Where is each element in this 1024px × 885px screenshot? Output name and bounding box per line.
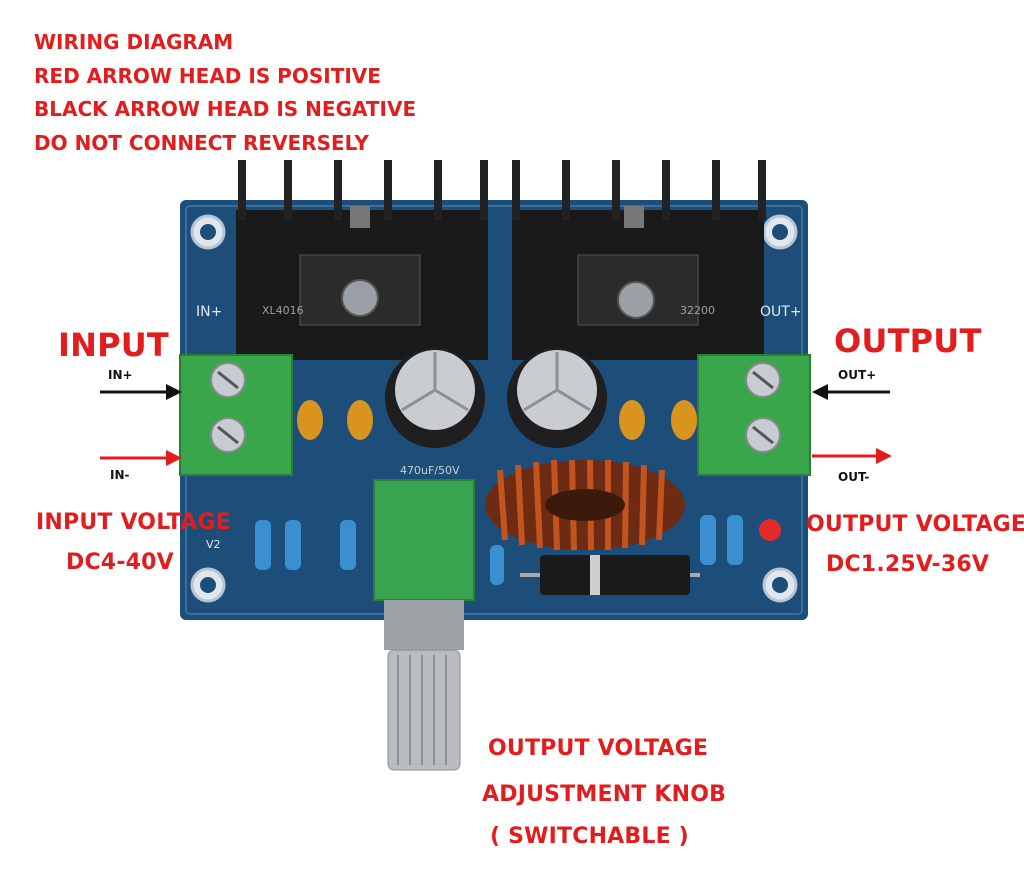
- output-pos-label: OUT+: [838, 368, 877, 382]
- knob-label-line2: ADJUSTMENT KNOB: [482, 782, 727, 807]
- ceramic-capacitors: [297, 400, 697, 440]
- input-neg-label: IN-: [110, 468, 130, 482]
- output-negative-arrow-icon: [812, 448, 892, 464]
- heatsink-left: [236, 160, 488, 360]
- capacitors: [385, 348, 607, 448]
- knob-label-line3: ( SWITCHABLE ): [490, 824, 689, 849]
- output-voltage-line1: OUTPUT VOLTAGE: [806, 512, 1024, 537]
- wiring-note-reverse: DO NOT CONNECT REVERSELY: [34, 130, 369, 155]
- capacitor-label: 470uF/50V: [400, 464, 460, 477]
- input-pos-label: IN+: [108, 368, 133, 382]
- output-title: OUTPUT: [834, 322, 982, 360]
- knob-label-line1: OUTPUT VOLTAGE: [488, 736, 709, 761]
- input-title: INPUT: [58, 326, 169, 364]
- wiring-note-title: WIRING DIAGRAM: [34, 30, 234, 54]
- output-terminal-block: [697, 354, 811, 476]
- silk-out-label: OUT+: [760, 304, 802, 320]
- led: [759, 519, 781, 541]
- resistors: [255, 515, 743, 585]
- output-neg-label: OUT-: [838, 470, 870, 484]
- silk-in-label: IN+: [196, 304, 222, 320]
- potentiometer: [373, 479, 475, 771]
- input-positive-arrow-icon: [100, 384, 182, 400]
- mounting-holes: [190, 214, 798, 603]
- wiring-note-negative: BLACK ARROW HEAD IS NEGATIVE: [34, 97, 417, 121]
- chip-right-label: 32200: [680, 304, 715, 317]
- input-terminal-block: [179, 354, 293, 476]
- chip-left-label: XL4016: [262, 304, 304, 317]
- output-voltage-line2: DC1.25V-36V: [826, 552, 990, 577]
- toroid-inductor: [485, 459, 685, 551]
- output-positive-arrow-icon: [812, 384, 890, 400]
- input-negative-arrow-icon: [100, 450, 182, 466]
- input-voltage-line2: DC4-40V: [66, 550, 174, 575]
- silk-v2-label: V2: [206, 538, 221, 551]
- heatsink-right: [512, 160, 766, 360]
- wiring-notes: WIRING DIAGRAM RED ARROW HEAD IS POSITIV…: [34, 26, 416, 160]
- input-voltage-line1: INPUT VOLTAGE: [36, 510, 231, 535]
- wiring-note-positive: RED ARROW HEAD IS POSITIVE: [34, 63, 381, 88]
- diode: [520, 555, 700, 595]
